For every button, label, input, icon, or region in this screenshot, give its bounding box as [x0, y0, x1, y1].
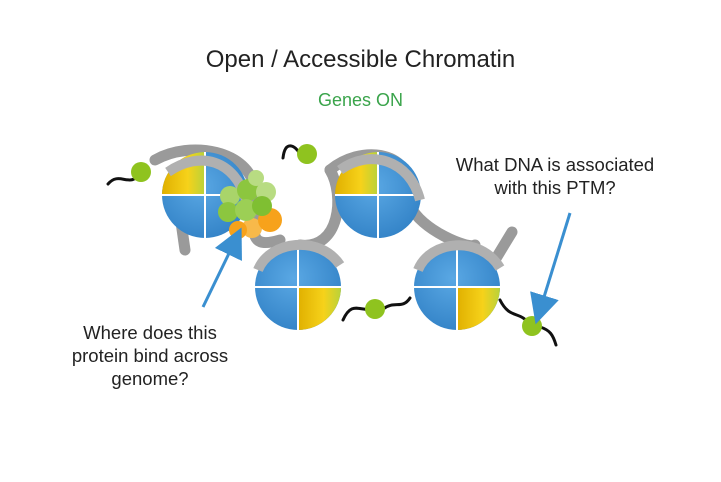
ptm-marker-1: [131, 162, 151, 182]
protein-annotation-arrow: [201, 227, 242, 308]
nucleosome-3: [253, 239, 345, 330]
nucleosome-2: [335, 152, 425, 238]
protein-binding-question: Where does this protein bind across geno…: [71, 322, 229, 389]
bound-protein-complex: [218, 170, 282, 239]
ptm-marker-4: [522, 316, 542, 336]
dna-tail-middle-right: [381, 296, 412, 311]
dna-tail-right-end: [538, 325, 558, 347]
ptm-markers: [131, 144, 542, 336]
ptm-marker-3: [365, 299, 385, 319]
ptm-annotation-arrow: [530, 212, 572, 325]
diagram-subtitle: Genes ON: [317, 90, 404, 110]
diagram-title: Open / Accessible Chromatin: [205, 46, 516, 73]
ptm-marker-2: [297, 144, 317, 164]
nucleosome-4: [413, 240, 505, 330]
ptm-dna-question: What DNA is associated with this PTM?: [455, 154, 655, 198]
